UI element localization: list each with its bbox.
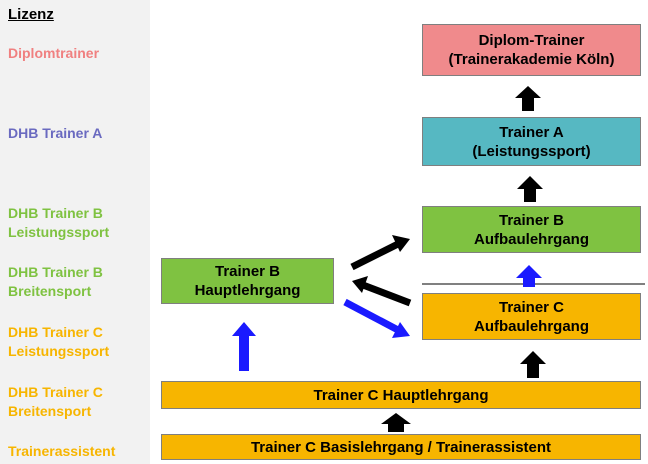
box-trainer-b-hauptlehrgang: Trainer B Hauptlehrgang: [161, 258, 334, 304]
arrow-up-chaupt-to-bhaupt: [232, 322, 256, 371]
arrow-up-a-to-diplom: [515, 86, 541, 111]
legend-item-trainer-b-breitensport: DHB Trainer B Breitensport: [8, 264, 103, 299]
arrow-diag-bhaupt-to-baufbau: [350, 235, 410, 271]
legend-item-diplomtrainer: Diplomtrainer: [8, 45, 100, 61]
arrow-diag-caufbau-to-bhaupt: [352, 276, 412, 307]
arrow-up-chaupt-to-caufbau: [520, 351, 546, 378]
legend-item-trainer-c-leistungssport: DHB Trainer C Leistungssport: [8, 324, 110, 359]
box-diplom-trainer: Diplom-Trainer (Trainerakademie Köln): [422, 24, 641, 76]
arrow-up-baufbau-to-a: [517, 176, 543, 202]
legend-item-trainer-b-leistungssport: DHB Trainer B Leistungssport: [8, 205, 110, 240]
legend-item-trainer-c-breitensport: DHB Trainer C Breitensport: [8, 384, 103, 419]
arrow-up-caufbau-to-baufbau: [516, 265, 542, 287]
legend-item-trainerassistent: Trainerassistent: [8, 443, 116, 459]
box-trainer-c-basislehrgang: Trainer C Basislehrgang / Trainerassiste…: [161, 434, 641, 460]
arrow-up-basis-to-haupt: [381, 413, 411, 432]
arrow-diag-bhaupt-to-caufbau: [343, 298, 410, 338]
legend-item-trainer-a: DHB Trainer A: [8, 125, 103, 141]
box-trainer-a: Trainer A (Leistungssport): [422, 117, 641, 166]
legend-heading: Lizenz: [8, 6, 54, 23]
box-trainer-b-aufbaulehrgang: Trainer B Aufbaulehrgang: [422, 206, 641, 253]
legend-panel: Lizenz Diplomtrainer DHB Trainer A DHB T…: [0, 0, 150, 464]
box-trainer-c-hauptlehrgang: Trainer C Hauptlehrgang: [161, 381, 641, 409]
box-trainer-c-aufbaulehrgang: Trainer C Aufbaulehrgang: [422, 293, 641, 340]
